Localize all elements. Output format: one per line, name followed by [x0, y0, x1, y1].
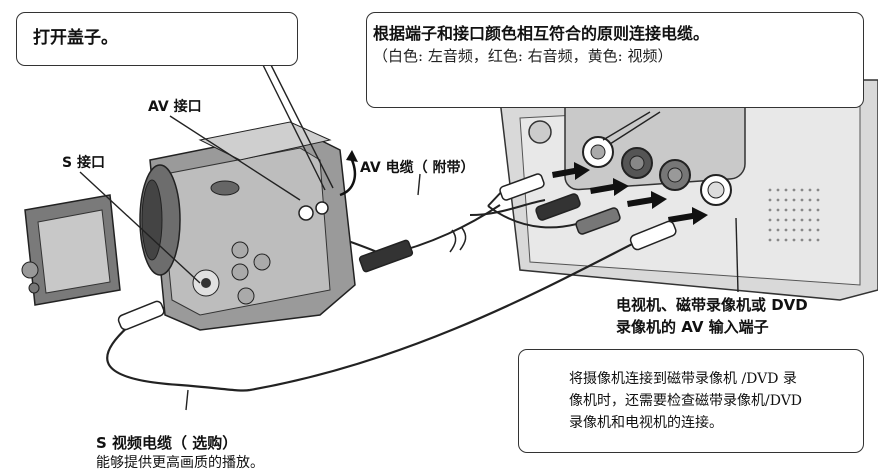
connection-rule-colors: （白色: 左音频，红色: 右音频，黄色: 视频）: [373, 47, 673, 65]
camcorder-illustration: [21, 121, 358, 331]
vcr-note-callout: 将摄像机连接到磁带录像机 /DVD 录 像机时，还需要检查磁带录像机/DVD 录…: [518, 349, 864, 453]
av-jack-label: AV 接口: [148, 99, 202, 115]
vcr-note-line2: 像机时，还需要检查磁带录像机/DVD: [569, 393, 803, 409]
av-cable-label: AV 电缆（ 附带）: [360, 160, 475, 176]
av-cable-plugs: [106, 187, 651, 392]
s-cable-desc: 能够提供更高画质的播放。: [96, 455, 264, 471]
tv-input-label-line2: 录像机的 AV 输入端子: [616, 318, 769, 336]
open-cover-callout: 打开盖子。: [16, 12, 298, 66]
open-cover-text: 打开盖子。: [33, 28, 118, 48]
connection-rule-title: 根据端子和接口颜色相互符合的原则连接电缆。: [373, 24, 710, 43]
connection-arrows: [552, 162, 708, 225]
connection-rule-callout: 根据端子和接口颜色相互符合的原则连接电缆。 （白色: 左音频，红色: 右音频，黄…: [366, 12, 864, 108]
vcr-note-line3: 录像机和电视机的连接。: [569, 415, 723, 431]
s-cable-title: S 视频电缆（ 选购）: [96, 434, 238, 452]
s-jack-label: S 接口: [62, 155, 105, 171]
tv-input-label-line1: 电视机、磁带录像机或 DVD: [616, 296, 808, 314]
vcr-note-line1: 将摄像机连接到磁带录像机 /DVD 录: [569, 371, 797, 387]
